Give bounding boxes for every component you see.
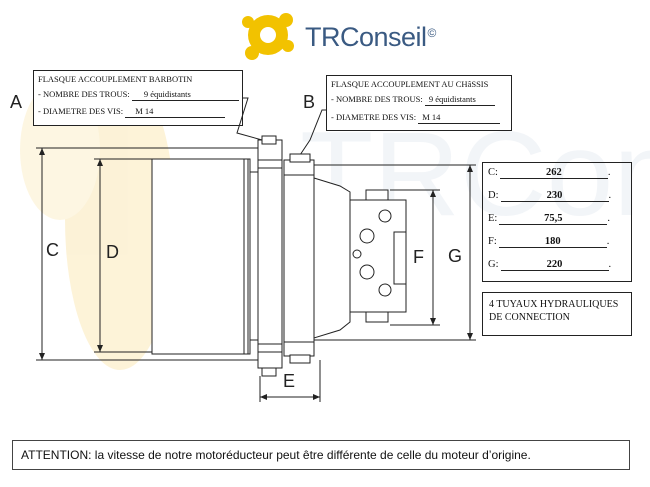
block-small-port bbox=[352, 249, 362, 259]
flange-a-bolt-top bbox=[261, 135, 277, 145]
flange-a-screw-value: M 14 bbox=[125, 106, 226, 118]
label-d: D bbox=[106, 242, 119, 262]
dimension-row-c: C:262. bbox=[488, 167, 611, 179]
flange-a-title: FLASQUE ACCOUPLEMENT BARBOTIN bbox=[38, 74, 193, 84]
hose-port-2 bbox=[378, 209, 392, 223]
block-side-plate bbox=[393, 231, 407, 285]
dimension-row-d: D:230. bbox=[488, 190, 612, 202]
flange-b-bolt-top bbox=[289, 153, 311, 163]
label-c: C bbox=[46, 240, 59, 260]
label-a: A bbox=[10, 92, 23, 112]
dimensions-table: C:262. D:230. E:75,5. F:180. G:220. bbox=[482, 162, 632, 282]
flange-b-holes-row: - NOMBRE DES TROUS: 9 équidistants bbox=[331, 93, 507, 106]
logo-gear-icon bbox=[242, 13, 294, 60]
dimension-row-f: F:180. bbox=[488, 236, 610, 248]
attention-notice: ATTENTION: la vitesse de notre motoréduc… bbox=[12, 440, 630, 470]
label-g: G bbox=[448, 246, 463, 266]
flange-a-holes-value: 9 équidistants bbox=[131, 89, 239, 101]
dimension-arrows bbox=[39, 148, 473, 400]
label-e: E bbox=[283, 371, 296, 391]
label-f: F bbox=[413, 247, 424, 267]
hose-port-3 bbox=[359, 264, 375, 280]
flange-a-bolt-bottom bbox=[261, 367, 277, 377]
flange-a-box: FLASQUE ACCOUPLEMENT BARBOTIN - NOMBRE D… bbox=[33, 70, 243, 126]
flange-b-leader bbox=[299, 109, 326, 156]
flange-b-title: FLASQUE ACCOUPLEMENT AU CHâSSIS bbox=[331, 79, 489, 89]
chassis-flange bbox=[283, 159, 315, 357]
motor-drum bbox=[151, 158, 251, 355]
block-top-bolt bbox=[365, 189, 389, 201]
flange-a-leader bbox=[236, 97, 263, 141]
flange-b-bolt-bottom bbox=[289, 354, 311, 364]
hose-port-1 bbox=[359, 228, 375, 244]
logo-wordmark: TRConseil© bbox=[305, 22, 436, 52]
flange-b-box: FLASQUE ACCOUPLEMENT AU CHâSSIS - NOMBRE… bbox=[326, 75, 512, 131]
hoses-note: 4 TUYAUX HYDRAULIQUES DE CONNECTION bbox=[482, 292, 632, 336]
flange-b-screw-row: - DIAMETRE DES VIS: M 14 bbox=[331, 106, 507, 128]
flange-b-holes-value: 9 équidistants bbox=[424, 94, 495, 106]
label-b: B bbox=[303, 92, 316, 112]
flange-a-screw-row: - DIAMETRE DES VIS: M 14 bbox=[38, 101, 238, 121]
motor-body-taper bbox=[313, 177, 351, 339]
sprocket-flange bbox=[257, 139, 283, 369]
block-bottom-bolt bbox=[365, 311, 389, 323]
flange-b-screw-value: M 14 bbox=[418, 112, 501, 124]
dimension-row-g: G:220. bbox=[488, 259, 612, 271]
hose-port-4 bbox=[378, 283, 392, 297]
dimension-row-e: E:75,5. bbox=[488, 213, 610, 225]
flange-a-holes-row: - NOMBRE DES TROUS: 9 équidistants bbox=[38, 88, 239, 101]
